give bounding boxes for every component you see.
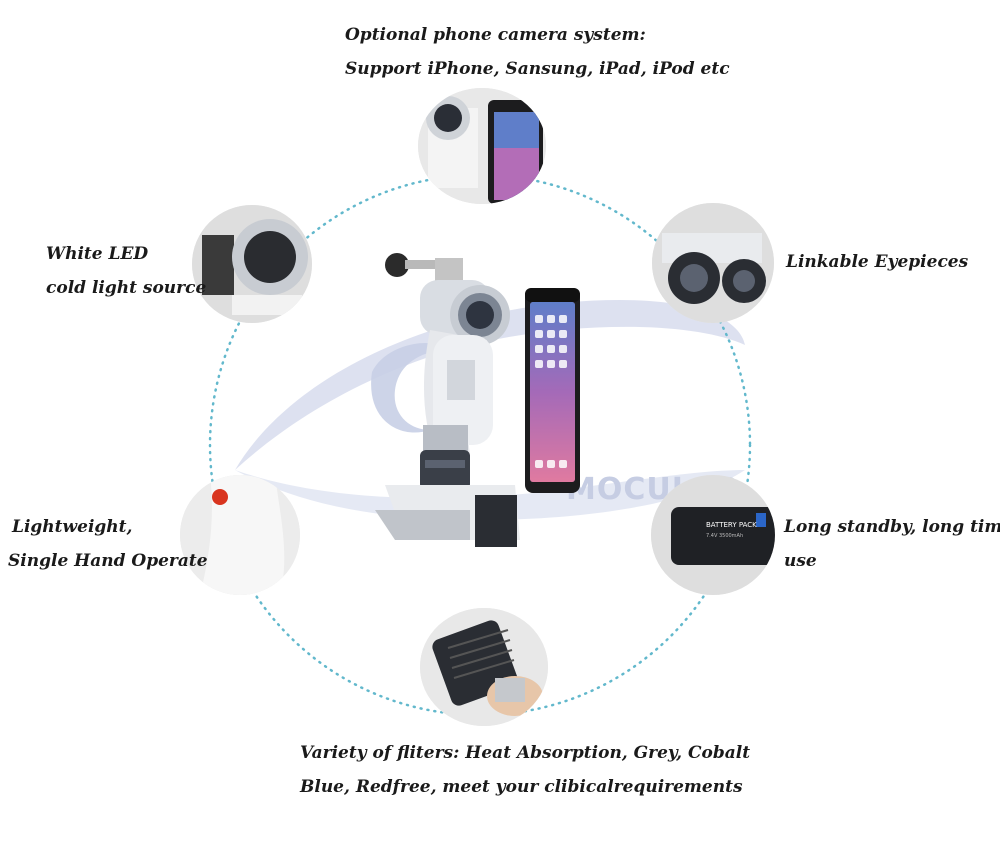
slit-lamp-device-image bbox=[375, 253, 580, 547]
led-callout: White LED cold light source bbox=[46, 237, 206, 305]
battery-label-line1: BATTERY PACK bbox=[706, 521, 757, 529]
dotted-circle bbox=[208, 173, 752, 717]
phone-camera-line2: Support iPhone, Sansung, iPad, iPod etc bbox=[345, 59, 730, 79]
led-line1: White LED bbox=[46, 244, 149, 264]
battery-label-line2: 7.4V 3500mAh bbox=[706, 533, 743, 539]
filters-line2: Blue, Redfree, meet your clibicalrequire… bbox=[300, 777, 743, 797]
lightweight-line1: Lightweight, bbox=[12, 517, 133, 537]
battery-pack-thumbnail: BATTERY PACK 7.4V 3500mAh bbox=[651, 475, 775, 595]
standby-line1: Long standby, long time bbox=[784, 517, 1000, 537]
lightweight-callout: Lightweight, Single Hand Operate bbox=[8, 510, 208, 578]
lightweight-handle-thumbnail bbox=[180, 475, 300, 595]
led-line2: cold light source bbox=[46, 278, 207, 298]
swoosh-logo-lower bbox=[235, 470, 745, 520]
standby-callout: Long standby, long time use bbox=[784, 510, 1000, 578]
phone-camera-thumbnail bbox=[418, 88, 546, 204]
led-light-source-thumbnail bbox=[192, 205, 312, 323]
filters-line1: Variety of fliters: Heat Absorption, Gre… bbox=[300, 743, 751, 763]
phone-camera-callout: Optional phone camera system: Support iP… bbox=[345, 18, 730, 86]
lightweight-line2: Single Hand Operate bbox=[8, 551, 208, 571]
filters-callout: Variety of fliters: Heat Absorption, Gre… bbox=[300, 736, 750, 804]
eyepieces-callout: Linkable Eyepieces bbox=[786, 245, 968, 279]
filters-thumbnail bbox=[420, 608, 548, 726]
standby-line2: use bbox=[784, 551, 817, 571]
phone-camera-line1: Optional phone camera system: bbox=[345, 25, 646, 45]
eyepieces-thumbnail bbox=[652, 203, 774, 323]
swoosh-logo-eye bbox=[371, 343, 450, 433]
eyepieces-line1: Linkable Eyepieces bbox=[786, 252, 969, 272]
